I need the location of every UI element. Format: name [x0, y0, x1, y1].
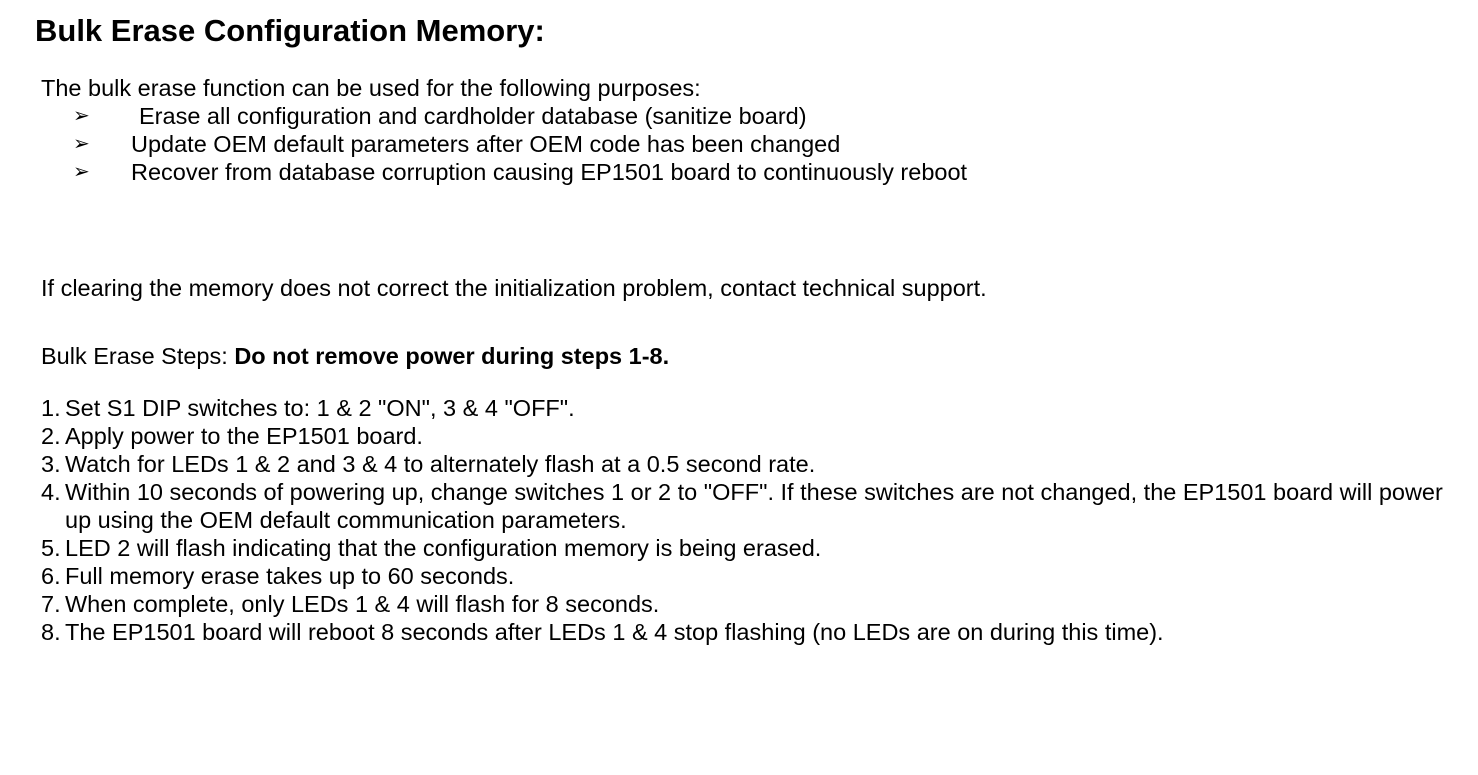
- step-item: 6. Full memory erase takes up to 60 seco…: [41, 562, 1471, 590]
- step-number: 7.: [41, 591, 61, 617]
- step-text: Within 10 seconds of powering up, change…: [65, 479, 1443, 533]
- step-item: 2. Apply power to the EP1501 board.: [41, 422, 1471, 450]
- step-item: 1. Set S1 DIP switches to: 1 & 2 "ON", 3…: [41, 394, 1471, 422]
- list-item-text: Erase all configuration and cardholder d…: [139, 103, 807, 129]
- step-number: 8.: [41, 619, 61, 645]
- arrowhead-bullet-icon: ➢: [73, 133, 90, 155]
- step-item: 8. The EP1501 board will reboot 8 second…: [41, 618, 1471, 646]
- step-item: 4. Within 10 seconds of powering up, cha…: [41, 478, 1471, 534]
- arrowhead-bullet-icon: ➢: [73, 105, 90, 127]
- power-warning: Do not remove power during steps 1-8.: [234, 343, 670, 369]
- step-number: 2.: [41, 423, 61, 449]
- support-note: If clearing the memory does not correct …: [41, 275, 987, 301]
- step-number: 3.: [41, 451, 61, 477]
- step-text: Full memory erase takes up to 60 seconds…: [65, 563, 515, 589]
- list-item-text: Update OEM default parameters after OEM …: [131, 131, 841, 157]
- step-number: 1.: [41, 395, 61, 421]
- step-text: Watch for LEDs 1 & 2 and 3 & 4 to altern…: [65, 451, 816, 477]
- step-item: 3. Watch for LEDs 1 & 2 and 3 & 4 to alt…: [41, 450, 1471, 478]
- arrowhead-bullet-icon: ➢: [73, 161, 90, 183]
- step-text: When complete, only LEDs 1 & 4 will flas…: [65, 591, 660, 617]
- page-title: Bulk Erase Configuration Memory:: [35, 13, 545, 48]
- step-number: 6.: [41, 563, 61, 589]
- step-text: The EP1501 board will reboot 8 seconds a…: [65, 619, 1164, 645]
- step-text: Apply power to the EP1501 board.: [65, 423, 423, 449]
- step-number: 5.: [41, 535, 61, 561]
- step-text: Set S1 DIP switches to: 1 & 2 "ON", 3 & …: [65, 395, 575, 421]
- list-item-text: Recover from database corruption causing…: [131, 159, 968, 185]
- intro-paragraph: The bulk erase function can be used for …: [41, 75, 701, 101]
- steps-heading: Bulk Erase Steps: Do not remove power du…: [41, 342, 669, 370]
- steps-list: 1. Set S1 DIP switches to: 1 & 2 "ON", 3…: [41, 394, 1471, 646]
- step-item: 5. LED 2 will flash indicating that the …: [41, 534, 1471, 562]
- steps-heading-label: Bulk Erase Steps:: [41, 343, 235, 369]
- step-number: 4.: [41, 479, 61, 505]
- step-text: LED 2 will flash indicating that the con…: [65, 535, 822, 561]
- step-item: 7. When complete, only LEDs 1 & 4 will f…: [41, 590, 1471, 618]
